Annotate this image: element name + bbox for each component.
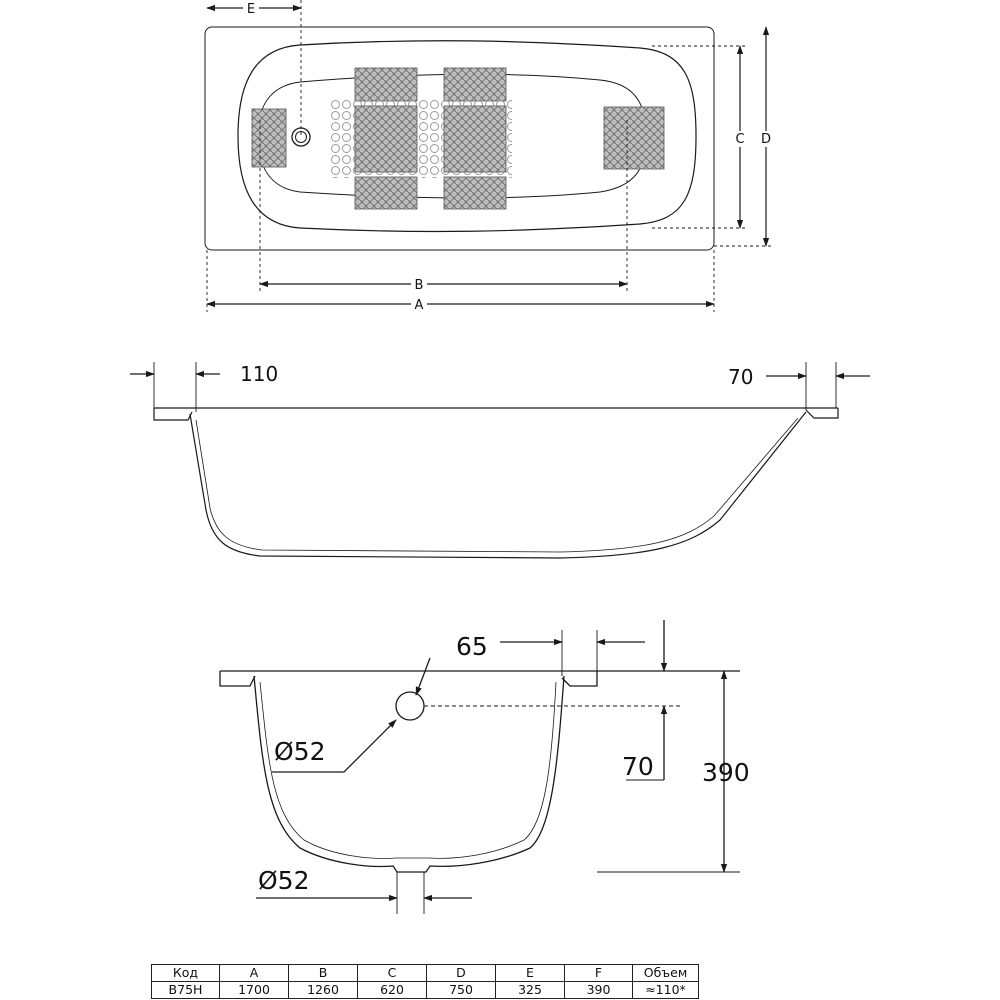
top-pad-1 — [354, 67, 418, 102]
overflow-hole-icon — [395, 691, 425, 721]
label-drain-diameter: Ø52 — [258, 866, 310, 895]
spec-cell: 750 — [426, 981, 496, 999]
spec-cell: 1260 — [288, 981, 358, 999]
label-110: 110 — [240, 362, 278, 386]
side-tub-inner — [195, 417, 799, 553]
foot-pad — [603, 106, 665, 170]
spec-header-row: Код A B C D E F Объем — [151, 964, 699, 982]
anti-slip-pads — [251, 67, 665, 210]
spec-value-row: B75H 1700 1260 620 750 325 390 ≈110* — [151, 981, 699, 999]
spec-header-cell: Код — [151, 964, 220, 982]
label-b: B — [415, 278, 424, 293]
spec-header-cell: C — [357, 964, 427, 982]
side-dimension-labels: 110 70 — [240, 362, 753, 389]
spec-header-cell: B — [288, 964, 358, 982]
center-mat-1 — [354, 105, 418, 173]
end-right-lip — [561, 671, 598, 687]
label-70-overflow: 70 — [622, 752, 654, 781]
side-view — [130, 362, 870, 559]
spec-header-cell: E — [495, 964, 565, 982]
drain-hole-icon — [291, 127, 311, 147]
plan-projection-lines — [206, 0, 772, 312]
spec-cell: ≈110* — [632, 981, 699, 999]
label-390: 390 — [702, 758, 750, 787]
label-70-rim: 70 — [728, 365, 753, 389]
top-pad-2 — [443, 67, 507, 102]
leader-overflow-top — [415, 657, 431, 696]
bottom-pad-2 — [443, 176, 507, 210]
end-view — [219, 620, 740, 914]
side-foot-lip — [805, 408, 839, 419]
spec-cell: 1700 — [219, 981, 289, 999]
center-mat-2 — [443, 105, 507, 173]
side-tub-profile — [189, 411, 807, 559]
bottom-pad-1 — [354, 176, 418, 210]
spec-table: Код A B C D E F Объем B75H 1700 1260 620… — [151, 964, 699, 999]
plan-view — [204, 0, 772, 312]
spec-header-cell: Объем — [632, 964, 699, 982]
spec-header-cell: D — [426, 964, 496, 982]
label-overflow-diameter: Ø52 — [274, 737, 326, 766]
side-head-lip — [153, 408, 193, 421]
spec-header-cell: F — [564, 964, 633, 982]
spec-cell: B75H — [151, 981, 220, 999]
leader-overflow-bottom — [272, 719, 397, 773]
head-pad — [251, 108, 287, 168]
end-tub-inner — [259, 681, 557, 859]
spec-cell: 620 — [357, 981, 427, 999]
tub-inner-contour — [237, 40, 697, 233]
label-a: A — [415, 298, 424, 313]
tub-outer-rim — [204, 26, 715, 251]
end-left-lip — [219, 671, 256, 687]
label-c: C — [735, 132, 744, 147]
plan-dimension-labels: E B A C D — [243, 0, 773, 313]
label-d: D — [761, 132, 771, 147]
spec-cell: 390 — [564, 981, 633, 999]
spec-header-cell: A — [219, 964, 289, 982]
end-tub-profile — [253, 675, 565, 873]
spec-cell: 325 — [495, 981, 565, 999]
label-65: 65 — [456, 632, 488, 661]
end-dimension-labels: 65 Ø52 70 390 Ø52 — [258, 632, 750, 895]
label-e: E — [247, 2, 255, 17]
